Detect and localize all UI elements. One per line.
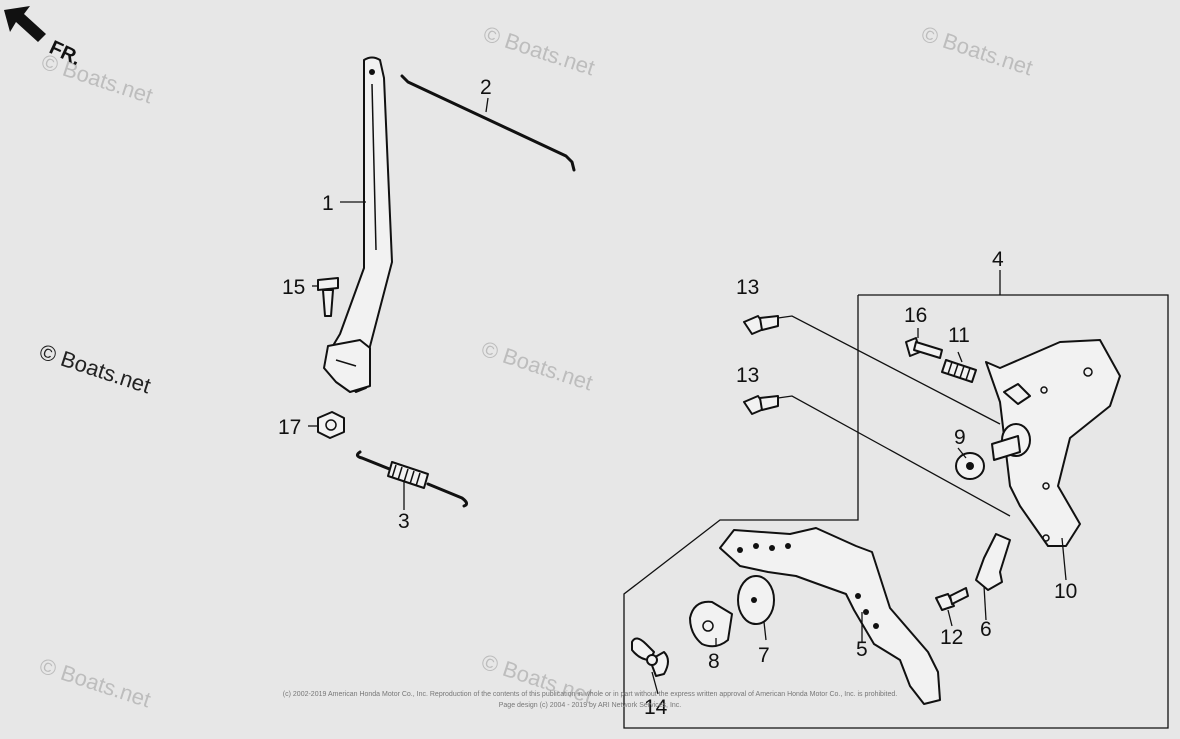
- callout-16: 16: [904, 304, 927, 327]
- part-nut: [317, 411, 345, 439]
- callout-7: 7: [758, 644, 770, 667]
- part-bolt-12: [935, 587, 969, 611]
- leader-lines: [308, 97, 1067, 695]
- part-bolt-13-lower: [743, 395, 1011, 517]
- part-bolt-16: [905, 337, 943, 359]
- callout-14: 14: [644, 696, 668, 719]
- callout-15: 15: [282, 276, 305, 299]
- part-cam-plate: [689, 600, 733, 648]
- part-return-spring: [355, 450, 469, 508]
- part-arm-bracket: [719, 527, 941, 705]
- callout-2: 2: [480, 76, 492, 99]
- watermark: © Boats.net: [36, 339, 153, 398]
- part-bolt: [317, 277, 339, 317]
- part-washer-stud: [955, 423, 1031, 480]
- part-mounting-plate: [985, 339, 1121, 547]
- watermark: © Boats.net: [36, 653, 153, 712]
- part-washer: [737, 575, 775, 625]
- callout-8: 8: [708, 650, 720, 673]
- callout-3: 3: [398, 510, 410, 533]
- copyright-line-2: Page design (c) 2004 - 2019 by ARI Netwo…: [499, 702, 682, 709]
- assembly-boundary: [623, 270, 1169, 729]
- callout-17: 17: [278, 416, 301, 439]
- callout-11: 11: [948, 324, 970, 347]
- part-spring-11: [941, 359, 977, 383]
- watermark: © Boats.net: [478, 649, 595, 708]
- callout-5: 5: [856, 638, 868, 661]
- callout-10: 10: [1054, 580, 1077, 603]
- part-clip: [975, 533, 1011, 591]
- callout-13-upper: 13: [736, 276, 759, 299]
- callout-4: 4: [992, 248, 1004, 271]
- part-rod: [400, 74, 576, 172]
- watermark: © Boats.net: [478, 336, 595, 395]
- copyright-notice: (c) 2002-2019 American Honda Motor Co., …: [283, 691, 897, 709]
- callout-1: 1: [322, 192, 334, 215]
- part-bolt-13-upper: [743, 315, 1001, 425]
- callout-12: 12: [940, 626, 963, 649]
- watermark: © Boats.net: [480, 21, 597, 80]
- callout-6: 6: [980, 618, 992, 641]
- part-wing-nut: [631, 637, 669, 677]
- arrow-icon: [4, 6, 46, 42]
- part-control-lever: [323, 56, 393, 393]
- copyright-line-1: (c) 2002-2019 American Honda Motor Co., …: [283, 691, 897, 698]
- callout-9: 9: [954, 426, 966, 449]
- callouts: 1 2 3 4 5 6 7 8 9 10 11 12 13 13 14 15 1…: [278, 76, 1077, 719]
- callout-13-lower: 13: [736, 364, 759, 387]
- watermark: © Boats.net: [918, 21, 1035, 80]
